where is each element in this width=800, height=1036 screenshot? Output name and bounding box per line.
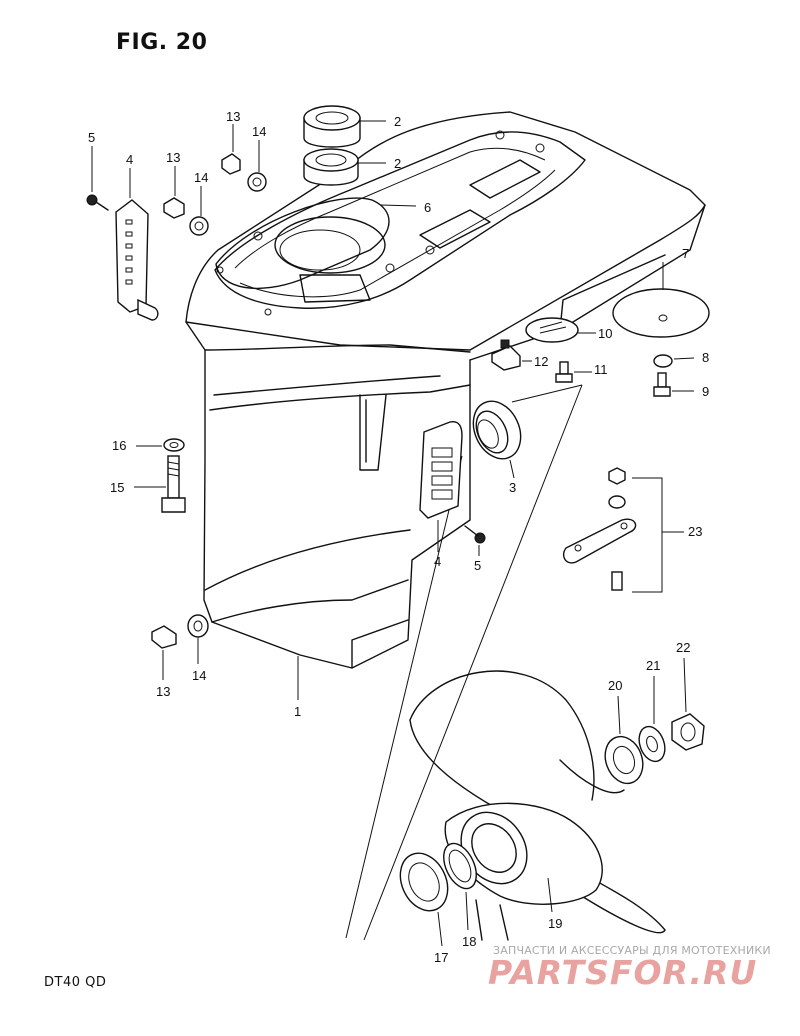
model-label: DT40 QD [44,975,107,990]
watermark-logo: PARTSFOR.RU [488,953,758,992]
anode-left [115,168,159,321]
oil-seal [472,400,522,479]
propeller [409,670,666,941]
grommet-upper-b [163,166,185,219]
anode-plate [612,262,710,338]
callout-23: 23 [688,524,702,539]
gear-case-housing [185,111,706,700]
callout-14-upper-b: 14 [194,170,208,185]
shaft-guide-lines [345,384,583,941]
washer-8 [653,354,695,368]
callout-13-upper-b: 13 [166,150,180,165]
callout-11: 11 [594,362,608,377]
washer-16 [136,438,185,452]
o-ring [215,197,417,290]
anode-side [419,421,463,552]
callout-5-lower: 5 [474,558,481,573]
callout-15: 15 [110,480,124,495]
callout-16: 16 [112,438,126,453]
watermark-caption: ЗАПЧАСТИ И АКСЕССУАРЫ ДЛЯ МОТОТЕХНИКИ [493,944,771,957]
callout-14-lower: 14 [192,668,206,683]
callout-12: 12 [534,354,548,369]
washer-lower [187,614,209,664]
cover-plate [525,317,596,343]
callout-3: 3 [509,480,516,495]
callout-17: 17 [434,950,448,965]
callout-2-lower: 2 [394,156,401,171]
bolt-9 [653,372,694,397]
callout-7: 7 [682,246,689,261]
plug-12 [491,339,532,371]
washer-upper-a [247,140,267,192]
screw-lower [464,525,486,556]
callout-4-left: 4 [126,152,133,167]
washer-upper-b [189,186,209,236]
screw-left [86,146,109,211]
callout-5-left: 5 [88,130,95,145]
figure-title: FIG. 20 [116,30,208,55]
tab-washer [638,676,666,763]
spacer [399,852,449,947]
callout-9: 9 [702,384,709,399]
callout-4-side: 4 [434,554,441,569]
callout-20: 20 [608,678,622,693]
callout-10: 10 [598,326,612,341]
propeller-nut [671,657,705,751]
screw-11 [555,361,592,383]
thrust-washer [443,842,477,931]
callout-18: 18 [462,934,476,949]
callout-13-lower: 13 [156,684,170,699]
needle-bearing-upper [303,105,386,148]
callout-8: 8 [702,350,709,365]
bolt-15 [134,455,186,513]
grommet-lower [151,625,177,680]
callout-14-upper-a: 14 [252,124,266,139]
needle-bearing-lower [303,148,386,186]
callout-1: 1 [294,704,301,719]
callout-2-upper: 2 [394,114,401,129]
grommet-upper-a [221,124,241,175]
callout-6: 6 [424,200,431,215]
trim-tab-kit [562,467,684,593]
callout-13-upper-a: 13 [226,109,240,124]
callout-19: 19 [548,916,562,931]
callout-21: 21 [646,658,660,673]
callout-22: 22 [676,640,690,655]
stopper [604,695,644,785]
